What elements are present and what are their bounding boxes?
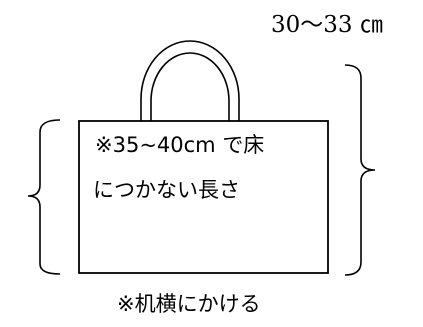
bottom-note: ※机横にかける bbox=[117, 292, 261, 316]
handle-length-label: 30～33 ㎝ bbox=[271, 12, 383, 38]
bag-handle-outer bbox=[140, 40, 240, 121]
bag-note-line2: につかない長さ bbox=[93, 178, 240, 202]
bag-body bbox=[78, 120, 329, 274]
right-brace bbox=[344, 64, 376, 276]
bag-handle-inner bbox=[150, 52, 230, 121]
bag-note-line1: ※35~40cm で床 bbox=[95, 133, 265, 157]
left-brace bbox=[27, 119, 61, 275]
